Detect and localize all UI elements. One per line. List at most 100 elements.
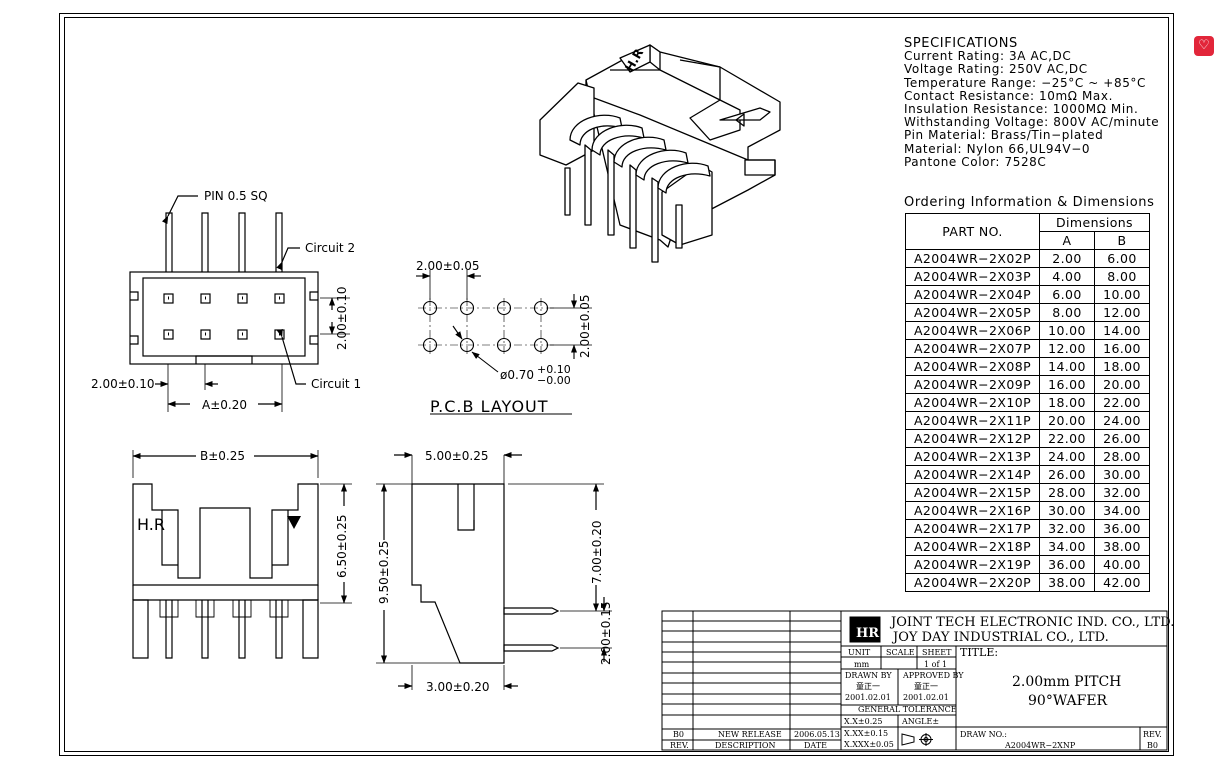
draw-no-label: DRAW NO.:	[960, 730, 1007, 739]
angle-label: ANGLE±	[901, 717, 939, 726]
top-view-pins	[165, 212, 283, 272]
heart-badge-icon[interactable]: ♡	[1194, 36, 1214, 56]
part-number-cell: A2004WR−2X07P	[905, 339, 1040, 358]
side-pitch-dim: 2.00±0.15	[599, 602, 613, 666]
top-view-inner	[142, 277, 306, 357]
part-number-cell: A2004WR−2X09P	[905, 375, 1040, 394]
front-view	[132, 450, 352, 659]
circuit1-label: Circuit 1	[311, 377, 361, 391]
header-part-no: PART NO.	[905, 213, 1040, 250]
side-view-pins	[503, 607, 560, 652]
rev-label: REV.	[1143, 730, 1162, 739]
rev-value: B0	[1147, 741, 1158, 750]
col-description: DESCRIPTION	[715, 741, 775, 750]
part-number-cell: A2004WR−2X20P	[905, 573, 1040, 592]
pcb-hole-tol-plus: +0.10	[537, 363, 571, 376]
rev-row-date: 2006.05.13	[794, 730, 840, 739]
ordering-title: Ordering Information & Dimensions	[904, 195, 1155, 210]
front-view-pins	[165, 600, 283, 659]
top-a-dim: A±0.20	[202, 398, 247, 412]
part-number-cell: A2004WR−2X11P	[905, 411, 1040, 430]
rev-row-rev: B0	[673, 730, 684, 739]
dim-b-cell: 8.00	[1094, 267, 1150, 286]
approved-label: APPROVED BY	[902, 671, 964, 680]
dim-a-cell: 10.00	[1039, 321, 1095, 340]
front-view-body	[132, 483, 319, 586]
spec-line: Pin Material: Brass/Tin−plated	[904, 128, 1104, 143]
dim-b-cell: 40.00	[1094, 555, 1150, 574]
top-view	[129, 195, 350, 412]
drawing-border-inner	[64, 17, 1169, 752]
unit-label: UNIT	[848, 648, 871, 657]
front-h-dim: 6.50±0.25	[335, 515, 349, 579]
dim-b-cell: 12.00	[1094, 303, 1150, 322]
spec-line: Insulation Resistance: 1000MΩ Min.	[904, 102, 1139, 117]
company-logo-icon: HR	[856, 626, 879, 641]
side-height-dim: 9.50±0.25	[377, 541, 391, 605]
dim-b-cell: 38.00	[1094, 537, 1150, 556]
company-name-1: JOINT TECH ELECTRONIC IND. CO., LTD.	[889, 615, 1174, 630]
top-pitch-v-dim: 2.00±0.10	[335, 287, 349, 351]
part-number-cell: A2004WR−2X16P	[905, 501, 1040, 520]
scale-label: SCALE	[886, 648, 915, 657]
header-dimensions: Dimensions	[1039, 213, 1150, 232]
drawn-date: 2001.02.01	[845, 693, 891, 702]
tolerance-2: X.XX±0.15	[844, 729, 888, 738]
side-bottom-dim: 3.00±0.20	[426, 680, 490, 694]
tolerance-label: GENERAL TOLERANCE	[858, 705, 957, 714]
spec-line: Temperature Range: −25°C ~ +85°C	[904, 75, 1147, 90]
title-label: TITLE:	[960, 646, 998, 659]
dim-a-cell: 38.00	[1039, 573, 1095, 592]
side-pin-dim: 7.00±0.20	[590, 521, 604, 585]
tolerance-1: X.X±0.25	[844, 717, 882, 726]
spec-line: Pantone Color: 7528C	[904, 154, 1047, 169]
specifications-block: SPECIFICATIONS Current Rating: 3A AC,DC …	[904, 37, 1159, 169]
spec-line: Contact Resistance: 10mΩ Max.	[904, 88, 1113, 103]
dim-b-cell: 10.00	[1094, 285, 1150, 304]
front-logo: H.R	[137, 515, 165, 534]
spec-line: Current Rating: 3A AC,DC	[904, 49, 1072, 64]
dim-b-cell: 30.00	[1094, 465, 1150, 484]
top-pitch-h-dim: 2.00±0.10	[91, 377, 155, 391]
top-view-pin-squares	[163, 293, 285, 340]
title-block: HR JOINT TECH ELECTRONIC IND. CO., LTD. …	[661, 610, 1174, 751]
pcb-v-dim: 2.00±0.05	[578, 295, 592, 359]
part-number-cell: A2004WR−2X19P	[905, 555, 1040, 574]
part-number-cell: A2004WR−2X08P	[905, 357, 1040, 376]
front-b-dim: B±0.25	[200, 449, 245, 463]
pcb-h-dim: 2.00±0.05	[416, 259, 480, 273]
dim-b-cell: 34.00	[1094, 501, 1150, 520]
spec-line: Voltage Rating: 250V AC,DC	[904, 62, 1088, 77]
pcb-layout	[416, 270, 592, 415]
dim-a-cell: 36.00	[1039, 555, 1095, 574]
tolerance-3: X.XXX±0.05	[844, 740, 894, 749]
unit-value: mm	[854, 660, 870, 669]
part-number-cell: A2004WR−2X06P	[905, 321, 1040, 340]
circuit2-label: Circuit 2	[305, 241, 355, 255]
spec-line: Withstanding Voltage: 800V AC/minute	[904, 115, 1160, 130]
dim-a-cell: 18.00	[1039, 393, 1095, 412]
side-view-body	[411, 483, 505, 664]
rev-row-desc: NEW RELEASE	[718, 730, 782, 739]
spec-line: Material: Nylon 66,UL94V−0	[904, 141, 1091, 156]
col-rev: REV.	[670, 741, 689, 750]
sheet-value: 1 of 1	[924, 660, 947, 669]
drawing-border-outer	[59, 13, 1174, 756]
dim-a-cell: 20.00	[1039, 411, 1095, 430]
approved-name: 童正一	[914, 681, 938, 691]
top-view-outline	[129, 271, 319, 365]
drawn-label: DRAWN BY	[845, 671, 892, 680]
company-name-2: JOY DAY INDUSTRIAL CO., LTD.	[891, 630, 1109, 645]
drawn-name: 童正一	[856, 681, 880, 691]
